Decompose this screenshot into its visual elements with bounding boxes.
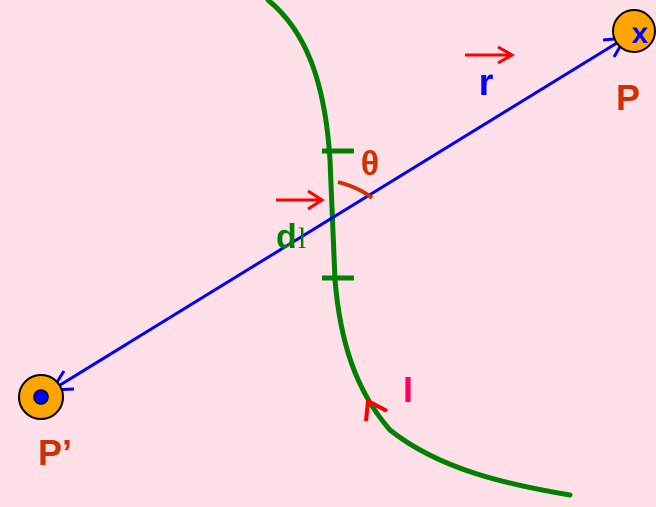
r-vector-arrow-head — [497, 45, 516, 65]
cross-icon: x — [632, 17, 649, 50]
angle-label: θ — [361, 145, 379, 183]
dl-vector-arrow-head — [307, 189, 325, 211]
angle-arc — [337, 180, 374, 200]
position-vector-line — [51, 36, 626, 392]
dot-icon — [33, 389, 49, 405]
point-p-label: P — [616, 77, 640, 118]
point-p-circle — [612, 9, 656, 53]
vector-r-label: r — [479, 62, 494, 104]
current-label: I — [403, 369, 413, 410]
point-p-prime-label: P’ — [38, 432, 72, 473]
dl-label-d: d — [276, 218, 297, 256]
wire — [265, 0, 573, 498]
current-arrow — [364, 399, 388, 422]
dl-label-l: l — [298, 222, 306, 255]
